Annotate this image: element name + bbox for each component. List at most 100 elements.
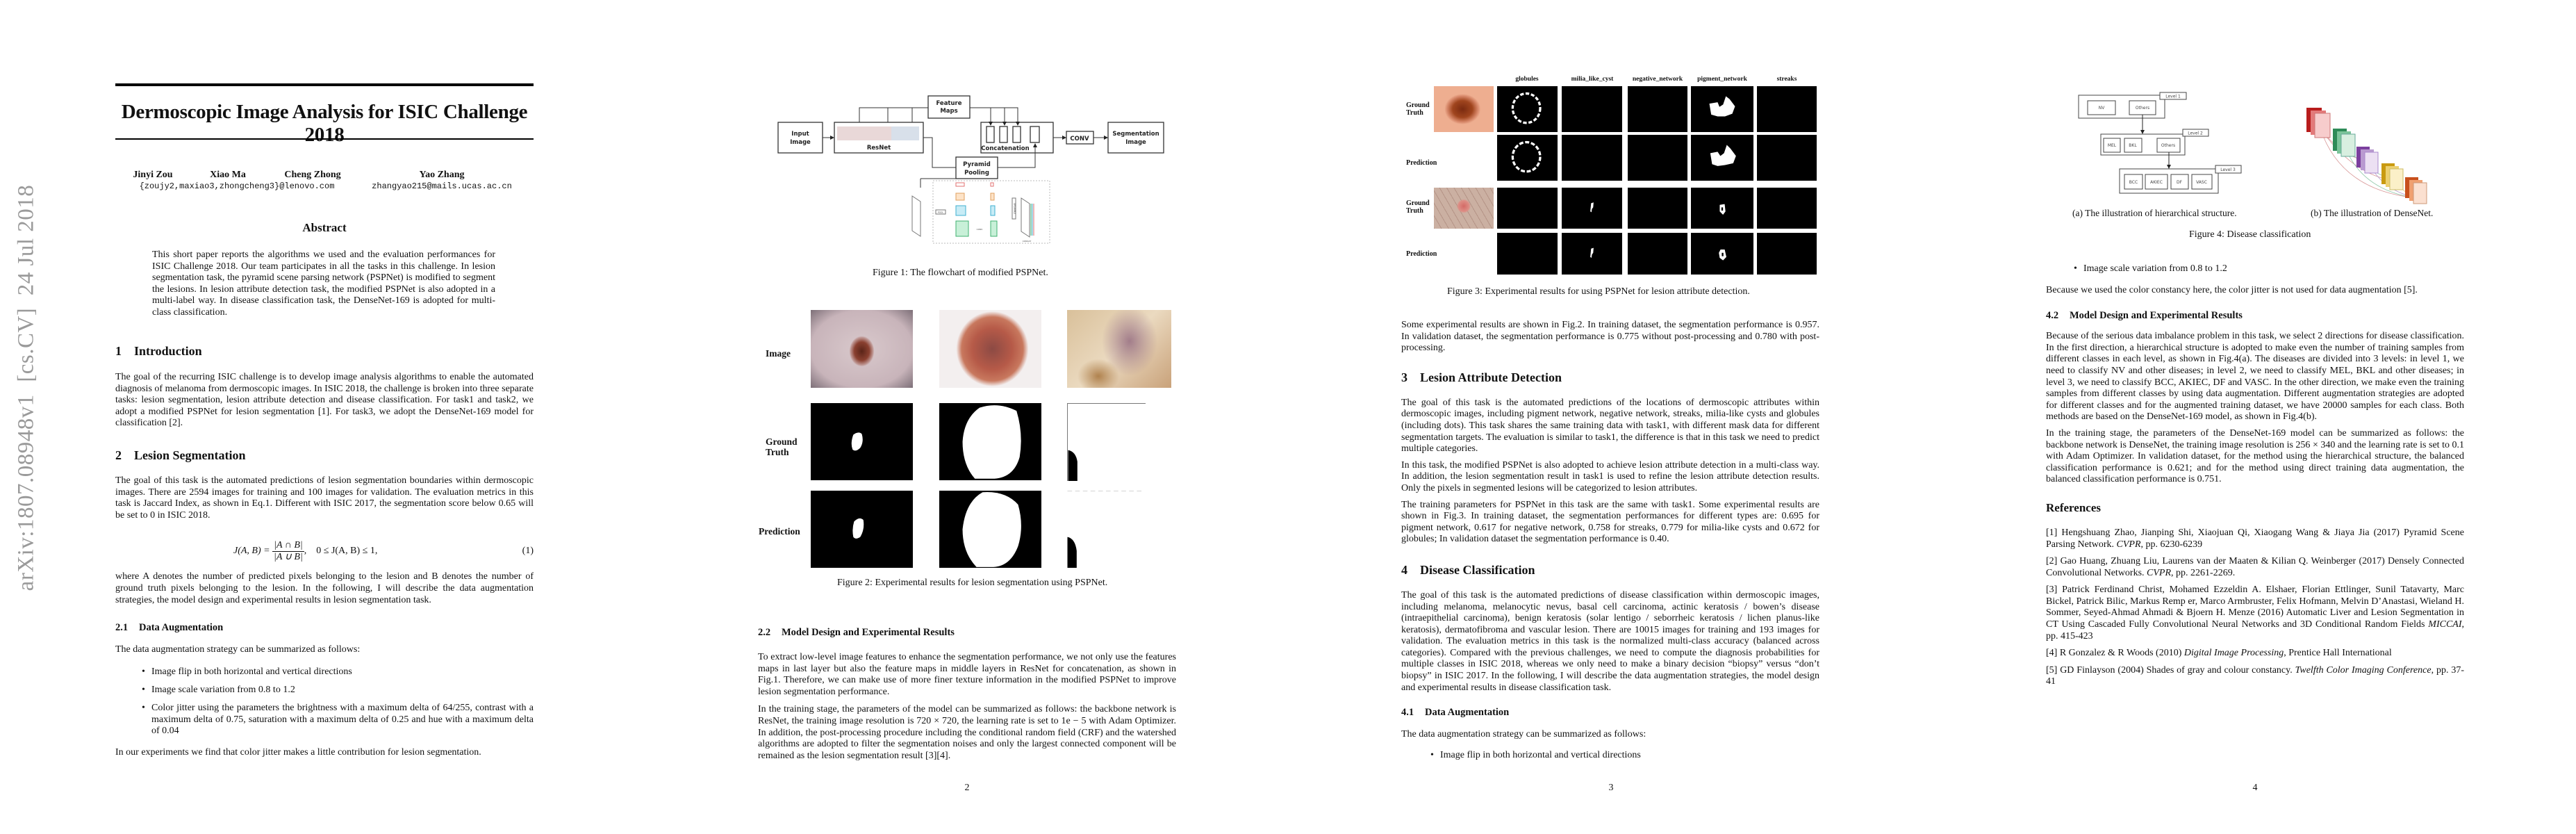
- fig3-row-label: Ground Truth: [1406, 101, 1430, 117]
- fig3-column-header: negative_network: [1632, 76, 1683, 83]
- segmentation-results-text: Some experimental results are shown in F…: [1401, 320, 1819, 354]
- section-title: Lesion Attribute Detection: [1420, 370, 1562, 384]
- equation-numerator: |A ∩ B|: [272, 539, 304, 552]
- figure-3-caption: Figure 3: Experimental results for using…: [1447, 286, 1750, 297]
- list-item: Image scale variation from 0.8 to 1.2: [142, 685, 534, 696]
- ground-truth-mask: [939, 403, 1041, 480]
- augmentation-list: Image flip in both horizontal and vertic…: [1430, 750, 1815, 762]
- globules-mask: [1497, 188, 1558, 229]
- page-number: 2: [964, 783, 970, 793]
- conv-label: CONV: [1070, 136, 1089, 142]
- class-box: VASC: [2196, 180, 2207, 185]
- list-item: Image flip in both horizontal and vertic…: [142, 667, 534, 678]
- inset-pool-label: POOL: [938, 211, 944, 214]
- dermoscopic-image: [811, 310, 913, 388]
- segmentation-image-label: Segmentation: [1112, 131, 1159, 138]
- fig3-column-header: globules: [1515, 76, 1539, 83]
- augmentation-list-continued: Image scale variation from 0.8 to 1.2: [2074, 263, 2459, 275]
- reference-text: [3] Patrick Ferdinand Christ, Mohamed Ez…: [2046, 584, 2464, 630]
- streaks-mask: [1757, 188, 1817, 229]
- subsection-number: 4.1: [1401, 707, 1414, 719]
- class-box: Others: [2161, 143, 2175, 148]
- equation-denominator: |A ∪ B|: [274, 551, 303, 562]
- class-box: BKL: [2129, 143, 2137, 148]
- reference-pages: , pp. 415-423: [2046, 619, 2464, 641]
- reference-venue: MICCAI: [2428, 619, 2462, 630]
- level-1-tag: Level 1: [2165, 95, 2181, 99]
- fig2-row-label-ground-truth: Ground Truth: [766, 436, 798, 457]
- section-number: 2: [115, 448, 122, 462]
- figure-4a-hierarchical-structure: Level 1 Level 2 Level 3 NV Others MEL BK…: [2078, 92, 2242, 194]
- streaks-mask: [1757, 86, 1817, 132]
- page-2-body: 2.2 Model Design and Experimental Results…: [758, 626, 1176, 762]
- list-item: Image scale variation from 0.8 to 1.2: [2074, 263, 2459, 275]
- lesion-segmentation-text: The goal of this task is the automated p…: [115, 475, 534, 521]
- subsection-title: Data Augmentation: [1425, 707, 1510, 719]
- equation-fraction: |A ∩ B||A ∪ B|: [272, 540, 304, 563]
- inset-conv-label: CONV: [977, 228, 984, 231]
- dense-block: [2405, 177, 2427, 204]
- fig3-row-label: Prediction: [1406, 250, 1437, 258]
- title-bottom-rule: [115, 138, 534, 140]
- ground-truth-mask: [811, 403, 913, 480]
- streaks-mask: [1757, 135, 1817, 181]
- fig3-column-header: pigment_network: [1697, 76, 1747, 83]
- reference-text: [5] GD Finlayson (2004) Shades of gray a…: [2046, 664, 2295, 676]
- figure-4-caption: Figure 4: Disease classification: [2189, 229, 2311, 240]
- subsection-number: 4.2: [2046, 310, 2059, 322]
- augmentation-intro: The data augmentation strategy can be su…: [1401, 729, 1646, 740]
- dermoscopic-image: [1434, 86, 1494, 132]
- section-title: Disease Classification: [1420, 562, 1535, 577]
- class-box: BCC: [2129, 180, 2138, 185]
- class-box: MEL: [2108, 143, 2117, 148]
- ground-truth-mask: [1067, 403, 1146, 481]
- disease-classification-paragraph: The goal of this task is the automated p…: [1401, 589, 1819, 693]
- fig3-row-label: Ground Truth: [1406, 199, 1430, 215]
- reference-venue: Twelfth Color Imaging Conference: [2295, 664, 2431, 676]
- page-number: 3: [1608, 783, 1614, 793]
- resnet-blocks: [837, 126, 919, 140]
- author-email: zhangyao215@mails.ucas.ac.cn: [372, 181, 512, 191]
- figure-1-pspnet-flowchart: Input Image ResNet Feature Maps Concaten…: [777, 95, 1164, 244]
- model-design-paragraph: To extract low-level image features to e…: [758, 652, 1176, 697]
- class-box: AKIEC: [2150, 180, 2163, 185]
- reference-venue: CVPR: [2147, 567, 2172, 578]
- author-email: {zoujy2,maxiao3,zhongcheng3}@lenovo.com: [139, 181, 335, 191]
- section-title: Introduction: [134, 344, 202, 358]
- fig3-column-header: streaks: [1776, 76, 1797, 83]
- input-image-label: Input: [791, 131, 809, 138]
- page-number: 4: [2252, 783, 2258, 793]
- inset-concat-label: CONCAT: [1023, 240, 1032, 243]
- pyramid-pooling-inset: POOL CONV UPSAMPLE CONCAT: [911, 180, 1050, 244]
- dense-block: [2333, 129, 2356, 157]
- input-image-label: Image: [790, 139, 811, 146]
- reference-text: [2] Gao Huang, Zhuang Liu, Laurens van d…: [2046, 556, 2464, 578]
- concatenation-label: Concatenation: [981, 145, 1029, 152]
- author-name: Yao Zhang: [419, 170, 465, 180]
- subsection-number: 2.1: [115, 622, 129, 634]
- milia-like-cyst-mask: [1562, 233, 1622, 275]
- class-box: NV: [2099, 106, 2105, 111]
- jaccard-explanation-text: where A denotes the number of predicted …: [115, 571, 534, 605]
- classification-training-paragraph: In the training stage, the parameters of…: [2046, 427, 2464, 485]
- subsection-title: Model Design and Experimental Results: [782, 627, 955, 638]
- augmentation-intro: The data augmentation strategy can be su…: [115, 644, 361, 655]
- subsection-number: 2.2: [758, 627, 771, 638]
- attribute-paragraph: The goal of this task is the automated p…: [1401, 397, 1819, 455]
- reference-item: [2] Gao Huang, Zhuang Liu, Laurens van d…: [2046, 556, 2464, 579]
- reference-venue: CVPR: [2116, 539, 2141, 550]
- subsection-data-augmentation-heading: 4.1 Data Augmentation: [1401, 706, 1819, 719]
- milia-like-cyst-mask: [1562, 86, 1622, 132]
- equation-lhs: J(A, B) =: [233, 546, 270, 557]
- figure-2-caption: Figure 2: Experimental results for lesio…: [837, 578, 1108, 588]
- pigment-network-mask: [1691, 233, 1753, 275]
- section-number: 3: [1401, 370, 1407, 384]
- attribute-paragraph: In this task, the modified PSPNet is als…: [1401, 459, 1819, 493]
- reference-pages: , pp. 2261-2269.: [2171, 567, 2236, 578]
- prediction-mask: [1067, 491, 1145, 568]
- level-3-tag: Level 3: [2220, 167, 2236, 172]
- author-name: Xiao Ma: [210, 170, 246, 180]
